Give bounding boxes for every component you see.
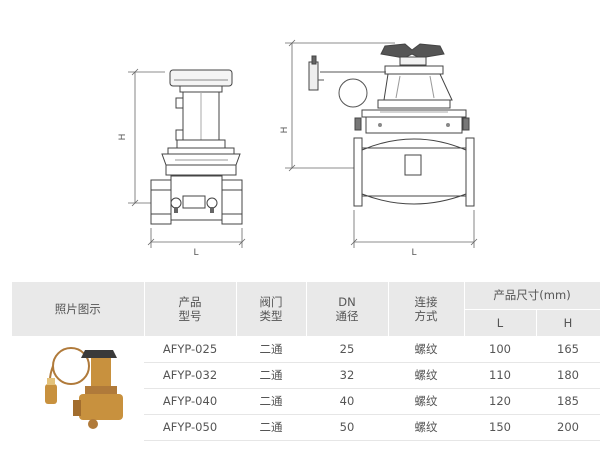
cell-model: AFYP-025: [144, 336, 236, 363]
header-model: 产品型号: [144, 282, 237, 337]
cell-model: AFYP-040: [144, 388, 236, 415]
cell-type: 二通: [236, 362, 306, 389]
cell-model: AFYP-032: [144, 362, 236, 389]
front-view-drawing: [128, 68, 246, 248]
cell-h: 200: [536, 414, 600, 441]
cell-type: 二通: [236, 388, 306, 415]
table-row: AFYP-050 二通 50 螺纹 150 200: [12, 414, 600, 441]
cell-dn: 50: [306, 414, 388, 441]
side-dim-l-label: L: [411, 248, 416, 258]
cell-conn: 螺纹: [388, 336, 464, 363]
cell-l: 110: [464, 362, 536, 389]
header-valve-type: 阀门类型: [236, 282, 307, 337]
cell-l: 150: [464, 414, 536, 441]
table-row: AFYP-025 二通 25 螺纹 100 165: [12, 336, 600, 429]
cell-h: 180: [536, 362, 600, 389]
product-photo-cell: [12, 336, 144, 440]
cell-dn: 32: [306, 362, 388, 389]
front-dim-h-label: H: [118, 134, 128, 141]
table-row: AFYP-032 二通 32 螺纹 110 180: [12, 362, 600, 389]
cell-conn: 螺纹: [388, 388, 464, 415]
table-row: AFYP-040 二通 40 螺纹 120 185: [12, 388, 600, 415]
cell-h: 165: [536, 336, 600, 363]
header-size: 产品尺寸(mm): [464, 282, 600, 310]
header-h: H: [536, 309, 600, 337]
side-dim-h-label: H: [280, 127, 290, 134]
cell-h: 185: [536, 388, 600, 415]
header-photo: 照片图示: [12, 282, 145, 337]
product-photo: [45, 346, 123, 429]
cell-dn: 40: [306, 388, 388, 415]
cell-conn: 螺纹: [388, 414, 464, 441]
header-connection: 连接方式: [388, 282, 465, 337]
cell-l: 100: [464, 336, 536, 363]
cell-type: 二通: [236, 336, 306, 363]
side-view-drawing: [285, 39, 478, 248]
technical-drawings: H L: [118, 39, 478, 258]
front-dim-l-label: L: [193, 248, 198, 258]
cell-model: AFYP-050: [144, 414, 236, 441]
cell-type: 二通: [236, 414, 306, 441]
cell-conn: 螺纹: [388, 362, 464, 389]
cell-dn: 25: [306, 336, 388, 363]
header-l: L: [464, 309, 537, 337]
cell-l: 120: [464, 388, 536, 415]
